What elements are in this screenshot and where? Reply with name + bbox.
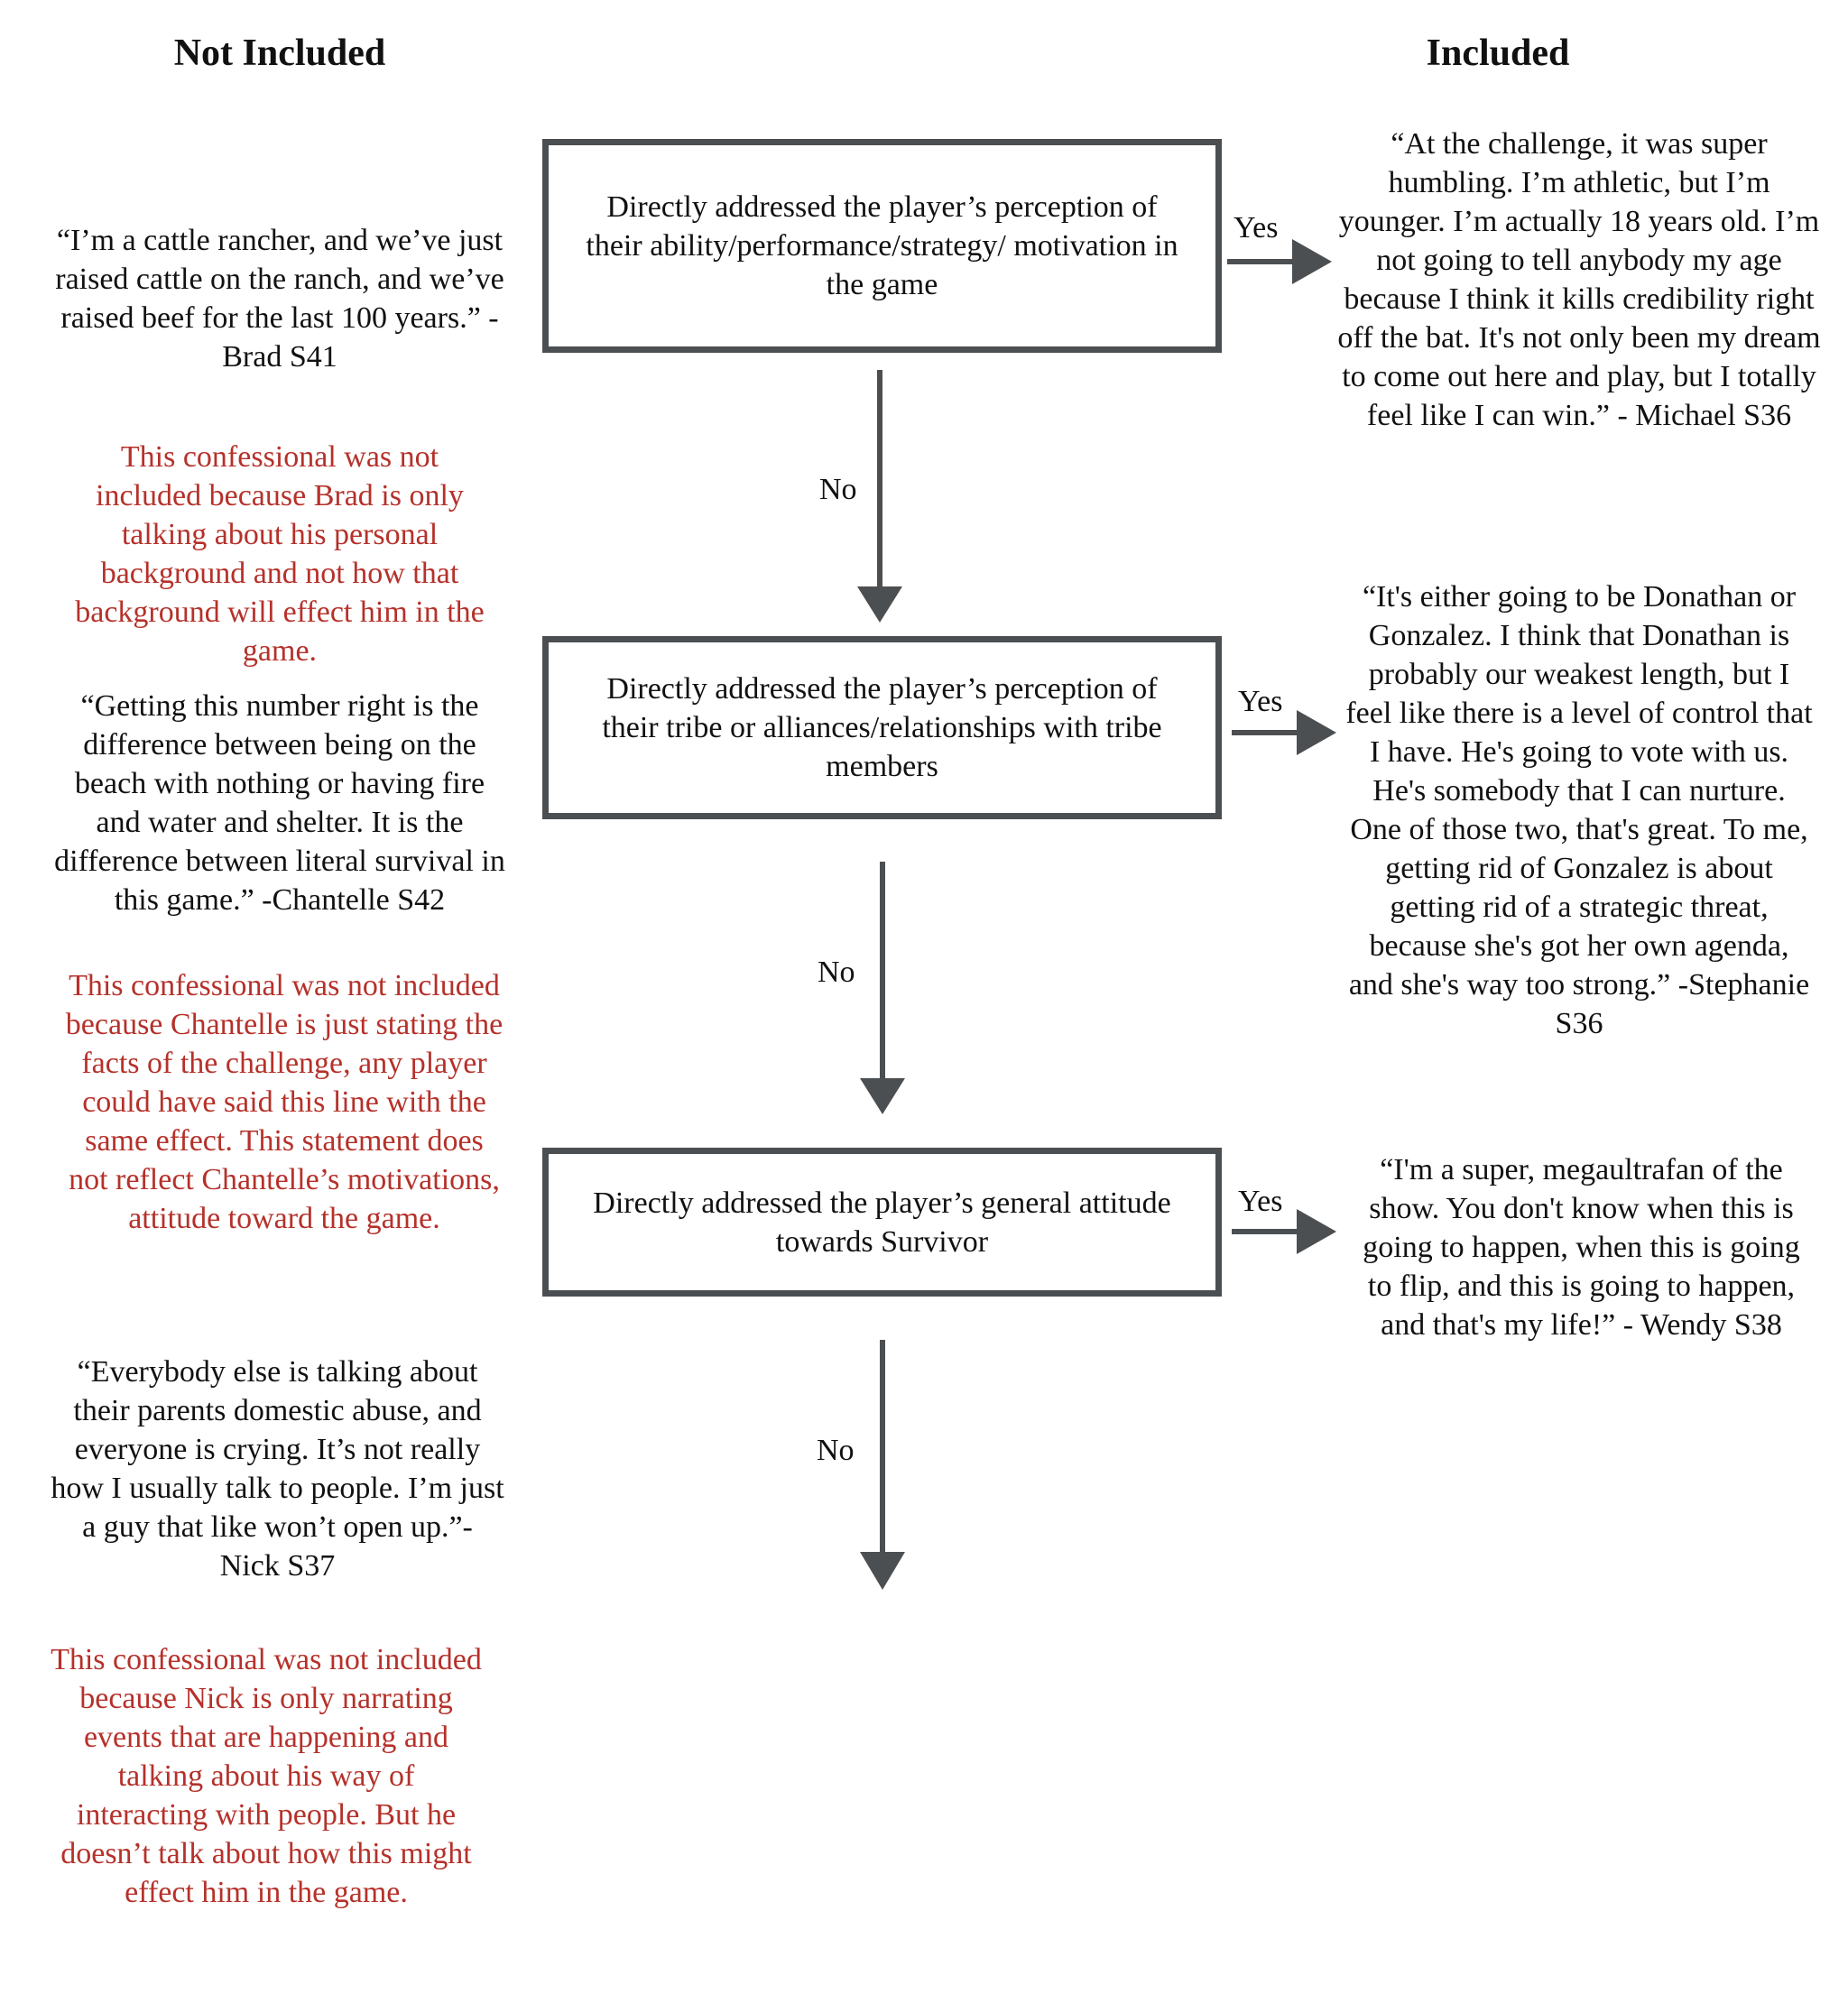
not-included-quote-nick: “Everybody else is talking about their p… (51, 1355, 504, 1583)
yes-label-1: Yes (1234, 211, 1279, 245)
included-heading: Included (1426, 32, 1570, 74)
yes-arrow-2-head (1297, 710, 1336, 755)
included-quote-michael: “At the challenge, it was super humbling… (1337, 127, 1821, 432)
criterion-box-3: Directly addressed the player’s general … (542, 1148, 1222, 1297)
yes-arrow-1-head (1292, 239, 1332, 284)
no-label-1: No (819, 473, 857, 506)
not-included-heading: Not Included (173, 32, 386, 74)
not-included-quote-brad: “I’m a cattle rancher, and we’ve just ra… (55, 224, 504, 374)
included-quote-wendy: “I'm a super, megaultrafan of the show. … (1363, 1153, 1800, 1342)
no-label-3: No (817, 1434, 855, 1467)
not-included-reason-brad: This confessional was not included becau… (75, 440, 485, 668)
yes-label-2: Yes (1238, 685, 1283, 718)
criterion-box-2: Directly addressed the player’s percepti… (542, 636, 1222, 819)
not-included-reason-chantelle: This confessional was not included becau… (65, 969, 504, 1235)
yes-label-3: Yes (1238, 1185, 1283, 1218)
no-arrow-3-head (860, 1552, 905, 1590)
yes-arrow-3-head (1297, 1209, 1336, 1254)
no-label-2: No (818, 955, 855, 989)
not-included-quote-chantelle: “Getting this number right is the differ… (54, 689, 505, 917)
no-arrow-1-head (857, 586, 902, 623)
not-included-reason-nick: This confessional was not included becau… (51, 1643, 482, 1909)
criterion-box-1: Directly addressed the player’s percepti… (542, 139, 1222, 353)
no-arrow-2-head (860, 1078, 905, 1114)
included-quote-stephanie: “It's either going to be Donathan or Gon… (1345, 580, 1813, 1040)
